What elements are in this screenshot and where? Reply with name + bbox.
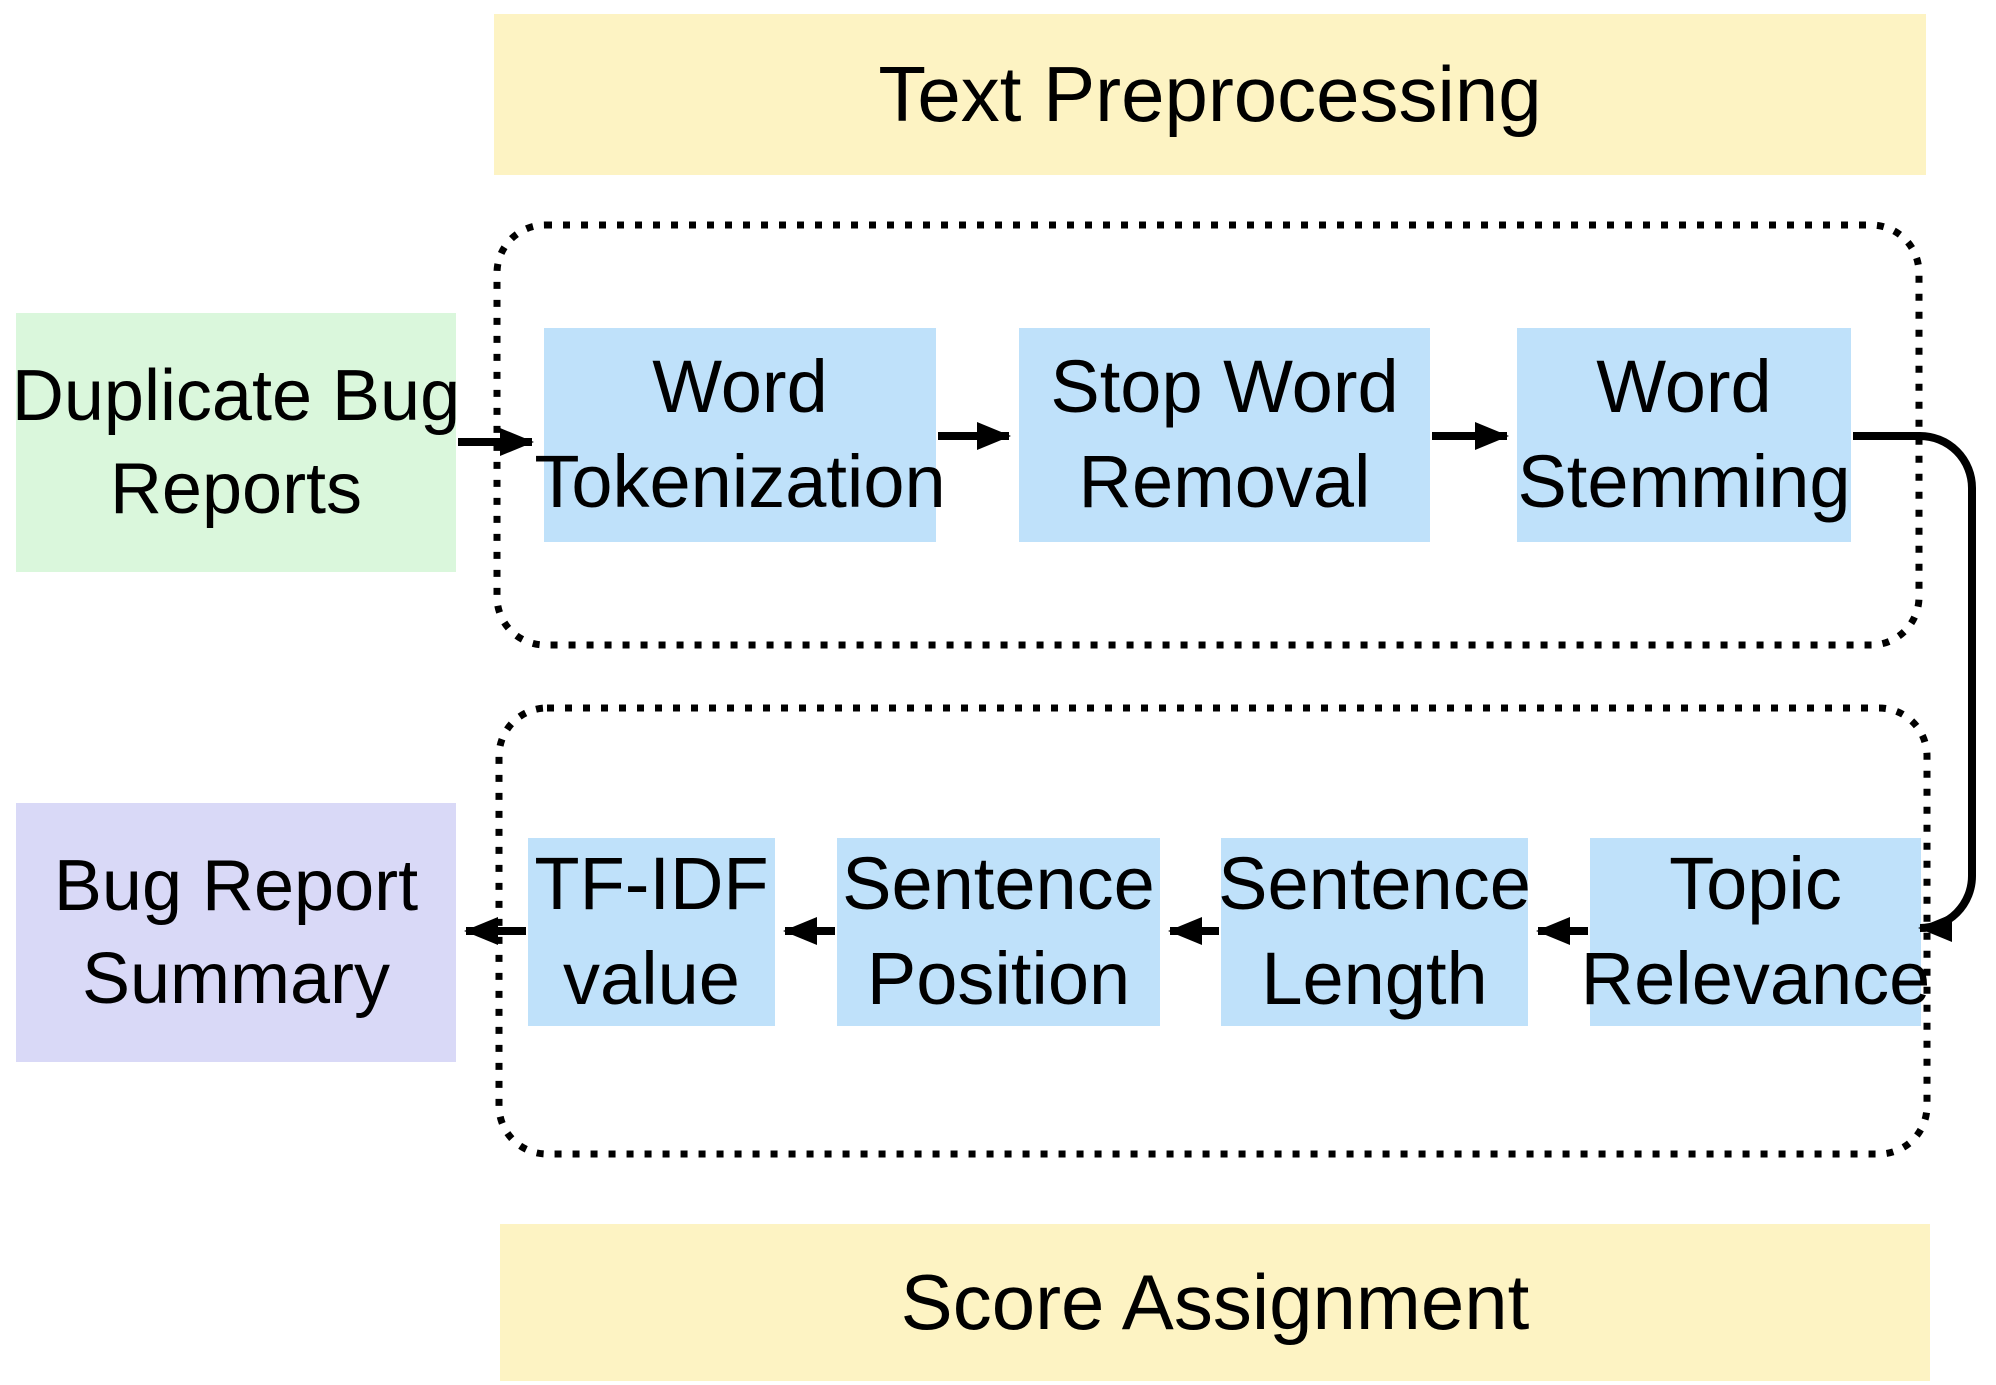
stop-word-removal-node: Stop Word Removal [1019, 328, 1430, 542]
tf-idf-value-node: TF-IDF value [528, 838, 775, 1026]
score-assignment-banner: Score Assignment [500, 1224, 1930, 1381]
sentence-position-node: Sentence Position [837, 838, 1160, 1026]
duplicate-bug-reports-node: Duplicate Bug Reports [12, 313, 460, 572]
topic-relevance-node: Topic Relevance [1581, 838, 1930, 1026]
word-stemming-node: Word Stemming [1517, 328, 1851, 542]
word-tokenization-node: Word Tokenization [534, 328, 946, 542]
text-preprocessing-banner: Text Preprocessing [494, 14, 1926, 175]
bug-report-summary-node: Bug Report Summary [16, 803, 456, 1062]
sentence-length-node: Sentence Length [1218, 838, 1531, 1026]
